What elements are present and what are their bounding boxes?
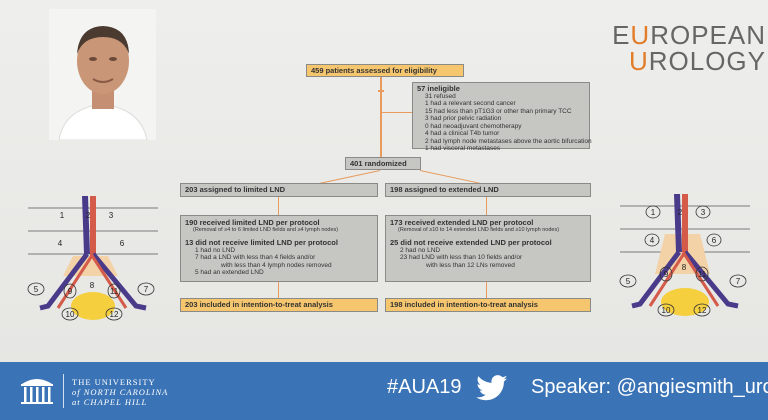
svg-text:8: 8 [682,263,687,272]
svg-text:6: 6 [120,239,125,248]
assessed-box: 459 patients assessed for eligibility [306,64,464,77]
randomized-box: 401 randomized [345,157,421,170]
svg-text:12: 12 [110,310,119,319]
arrow-limited-down [278,197,279,215]
speaker-photo [49,9,156,140]
svg-text:4: 4 [650,236,655,245]
european-urology-logo: EUROPEAN UROLOGY [612,20,766,76]
svg-text:5: 5 [626,277,631,286]
svg-text:2: 2 [86,211,91,220]
svg-text:2: 2 [678,208,683,217]
svg-text:8: 8 [90,281,95,290]
limited-lnd-diagram: 1 2 3 4 6 5 9 8 11 7 10 12 [27,196,158,321]
extended-assigned-box: 198 assigned to extended LND [385,183,591,197]
unc-old-well-icon [21,379,53,404]
svg-text:10: 10 [662,306,671,315]
arrow-extended-itt [486,282,487,298]
speaker-portrait-image [49,9,156,140]
svg-text:5: 5 [34,285,39,294]
svg-text:3: 3 [701,208,706,217]
unc-wordmark: THE UNIVERSITY of NORTH CAROLINA at CHAP… [72,377,169,407]
limited-itt-box: 203 included in intention-to-treat analy… [180,298,378,312]
arrow-limited-itt [278,282,279,298]
svg-text:1: 1 [651,208,656,217]
arrow-assessed-to-randomized [380,77,382,157]
svg-text:7: 7 [144,285,149,294]
limited-assigned-box: 203 assigned to limited LND [180,183,378,197]
conference-hashtag: #AUA19 [387,376,462,398]
speaker-handle: Speaker: @angiesmith_uro [531,376,768,398]
svg-text:6: 6 [712,236,717,245]
extended-lnd-diagram: 1 2 3 4 6 5 9 8 11 7 10 12 [619,194,750,317]
svg-text:3: 3 [109,211,114,220]
limited-protocol-box: 190 received limited LND per protocol (R… [180,215,378,282]
arrow-to-ineligible [382,112,412,113]
svg-text:7: 7 [736,277,741,286]
twitter-bird-icon [476,375,508,401]
svg-text:1: 1 [60,211,65,220]
svg-text:11: 11 [698,270,707,279]
ineligible-box: 57 ineligible 31 refused 1 had a relevan… [412,82,592,152]
presentation-slide: EUROPEAN UROLOGY 459 patients assessed f… [0,0,768,362]
extended-itt-box: 198 included in intention-to-treat analy… [385,298,591,312]
svg-text:9: 9 [664,270,669,279]
slide-footer [0,362,768,420]
arrow-to-ineligible-top [378,90,384,92]
footer-divider [63,374,64,408]
extended-protocol-box: 173 received extended LND per protocol (… [385,215,591,282]
svg-text:11: 11 [110,287,119,296]
svg-text:9: 9 [68,287,73,296]
arrow-extended-down [486,197,487,215]
svg-text:12: 12 [698,306,707,315]
svg-text:10: 10 [66,310,75,319]
svg-text:4: 4 [58,239,63,248]
